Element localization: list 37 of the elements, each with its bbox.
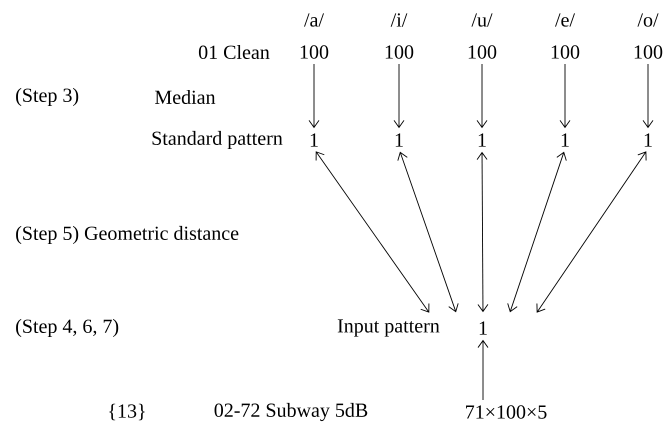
column-header: /a/: [302, 11, 326, 29]
value-label: 1: [480, 321, 487, 335]
data-label: 02-72 Subway 5dB: [212, 400, 370, 424]
arrow: [316, 151, 430, 313]
value-label: 100: [552, 45, 580, 59]
data-label: {13}: [105, 402, 149, 422]
row-label: 01 Clean: [196, 42, 272, 62]
arrow: [478, 340, 488, 400]
arrow: [560, 64, 570, 128]
value-label: 100: [468, 45, 496, 59]
step-label: Median: [152, 88, 218, 106]
column-header: /u/: [469, 11, 495, 29]
row-label: Input pattern: [335, 317, 442, 339]
value-label: 1: [562, 133, 569, 147]
arrow: [476, 64, 488, 128]
data-label: 71×100×5: [466, 405, 546, 419]
value-label: 100: [300, 45, 328, 59]
column-header: /e/: [553, 11, 577, 29]
step-label: (Step 4, 6, 7): [13, 316, 122, 340]
value-label: 100: [386, 45, 414, 59]
arrow: [507, 152, 567, 312]
step-label: (Step 5) Geometric distance: [13, 224, 241, 246]
arrow: [394, 64, 404, 128]
arrow: [476, 152, 488, 312]
arrow: [642, 64, 654, 128]
value-label: 1: [644, 133, 652, 147]
value-label: 1: [478, 133, 486, 147]
value-label: 1: [310, 133, 318, 147]
arrow: [308, 64, 320, 128]
value-label: 100: [634, 45, 662, 59]
value-label: 1: [396, 133, 403, 147]
step-label: (Step 3): [13, 86, 82, 108]
arrow: [397, 152, 459, 312]
column-header: /i/: [388, 11, 410, 29]
row-label: Standard pattern: [149, 128, 285, 152]
column-header: /o/: [635, 11, 661, 29]
arrow: [536, 151, 647, 313]
